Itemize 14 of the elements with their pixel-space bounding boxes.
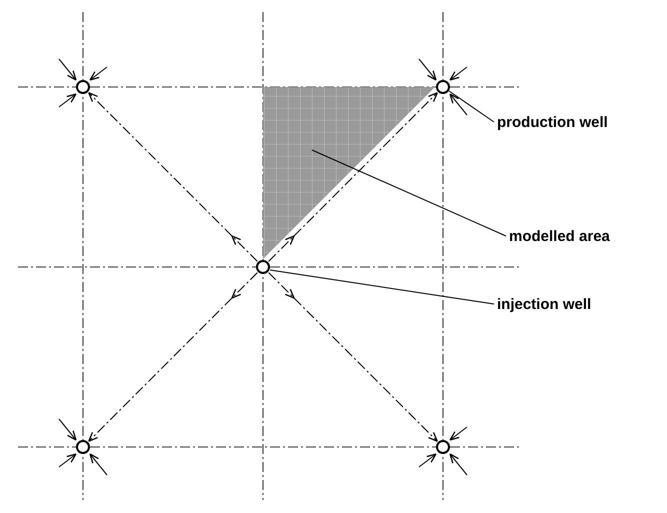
- callout-label: injection well: [497, 296, 592, 314]
- well-symbol: [76, 80, 90, 94]
- leader-line: [270, 270, 494, 304]
- flow-line: [88, 92, 258, 262]
- flow-line: [88, 272, 258, 442]
- callout-label: modelled area: [509, 228, 610, 246]
- well-symbol: [436, 80, 450, 94]
- leader-line: [312, 150, 506, 236]
- well-symbol: [256, 260, 270, 274]
- leader-line: [448, 90, 494, 122]
- callout-label: production well: [497, 114, 608, 132]
- flow-line: [268, 272, 438, 442]
- well-symbol: [436, 440, 450, 454]
- well-symbol: [76, 440, 90, 454]
